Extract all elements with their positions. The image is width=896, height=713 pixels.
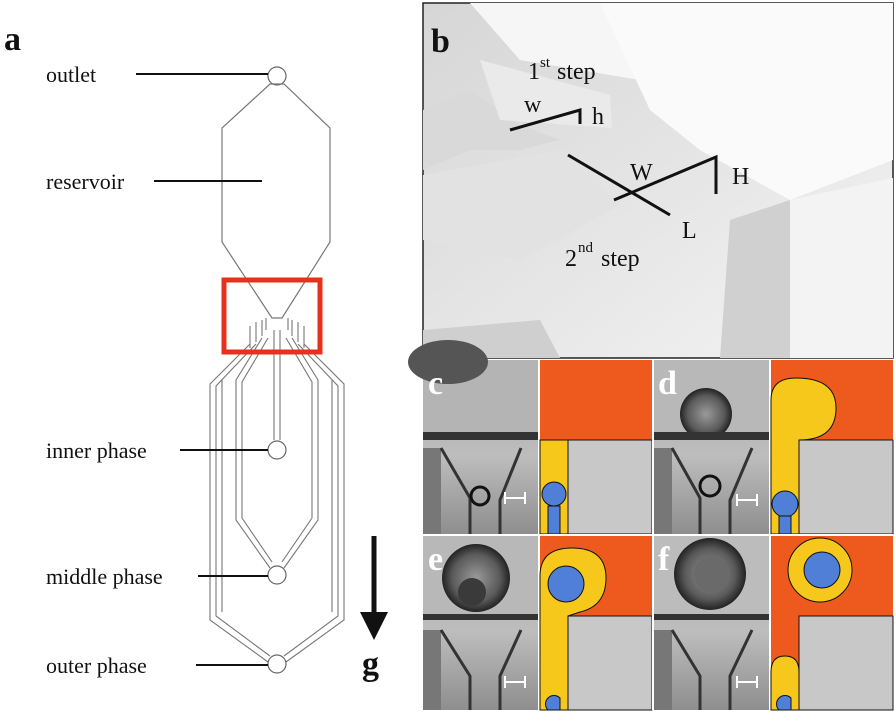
tile-separators xyxy=(423,360,893,710)
panel-f-schematic xyxy=(770,536,894,711)
panel-letter-a: a xyxy=(4,21,21,58)
right-pillar-shadow xyxy=(720,200,790,358)
first-step-word: step xyxy=(557,59,596,85)
panel-e-schematic xyxy=(539,536,653,711)
panel-letter-c: c xyxy=(428,365,443,402)
top-block xyxy=(600,3,893,200)
junction-channels xyxy=(249,318,305,348)
panel-d-micrograph: d xyxy=(654,360,769,534)
outer-phase-channels xyxy=(209,343,345,663)
dim-h-label: h xyxy=(592,104,604,130)
dimension-lines xyxy=(509,108,718,217)
panel-c: c xyxy=(408,340,653,535)
gravity-arrow xyxy=(360,536,388,640)
outlet-label: outlet xyxy=(46,62,96,87)
panel-letter-b: b xyxy=(431,23,450,60)
first-step-number: 1 xyxy=(528,59,540,85)
second-step-sup: nd xyxy=(578,240,594,256)
reservoir-chamber xyxy=(221,83,331,319)
middle-phase-label: middle phase xyxy=(46,564,163,589)
inner-phase-port xyxy=(267,440,287,460)
panel-e-micrograph: e xyxy=(423,536,538,710)
inner-phase-channel xyxy=(273,330,281,440)
dim-W-label: W xyxy=(630,160,653,186)
panel-letter-d: d xyxy=(658,365,677,402)
panel-d: d xyxy=(654,360,894,535)
panel-d-schematic xyxy=(770,360,894,535)
panel-a-device-schematic: a xyxy=(4,21,388,683)
second-step-word: step xyxy=(601,246,640,272)
panel-c-schematic xyxy=(539,360,653,535)
panel-c-micrograph: c xyxy=(408,340,538,534)
panel-letter-e: e xyxy=(428,541,443,578)
panel-e: e xyxy=(423,536,653,711)
outer-phase-label: outer phase xyxy=(46,653,147,678)
junction-highlight-box xyxy=(221,277,323,355)
second-step-number: 2 xyxy=(565,246,577,272)
right-pillar xyxy=(790,178,893,358)
panel-letter-f: f xyxy=(658,541,670,578)
first-step-face xyxy=(423,90,560,170)
reservoir-label: reservoir xyxy=(46,169,125,194)
inner-phase-label: inner phase xyxy=(46,438,147,463)
panel-f-micrograph: f xyxy=(654,536,769,710)
middle-phase-port xyxy=(267,565,287,585)
gravity-label: g xyxy=(362,646,379,683)
dim-w-label: w xyxy=(524,92,542,118)
panel-b-step-render: b 1 st step w h W H L 2 nd step xyxy=(422,2,894,359)
first-step-sup: st xyxy=(540,55,551,71)
outer-phase-port xyxy=(267,654,287,674)
dim-H-label: H xyxy=(732,164,749,190)
second-step-floor xyxy=(423,150,620,260)
panel-f: f xyxy=(654,536,894,711)
outlet-port xyxy=(267,66,287,86)
dim-L-label: L xyxy=(682,218,697,244)
